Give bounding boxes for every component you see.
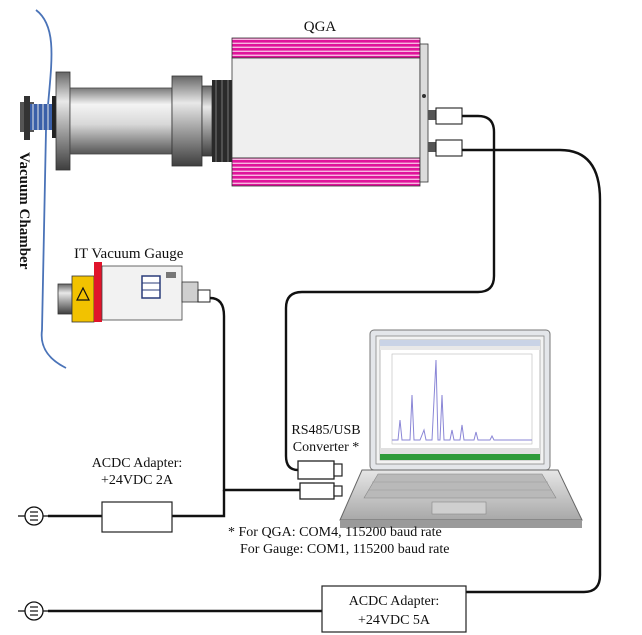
power-plug-icon <box>18 506 48 526</box>
qga-inlet-tube <box>55 71 232 171</box>
cable-qga-power <box>462 148 602 594</box>
power-plug-icon <box>18 601 48 621</box>
converter-connectors <box>297 460 343 500</box>
qga-unit <box>231 37 463 187</box>
warning-icon <box>76 286 90 301</box>
spectrum-trace <box>392 359 532 441</box>
note-line1: * For QGA: COM4, 115200 baud rate <box>228 525 442 540</box>
cable-adapter-small <box>172 490 226 518</box>
converter-label-line1: RS485/USB <box>291 423 360 438</box>
adapter-large <box>321 585 467 633</box>
adapter-small-label-line1: ACDC Adapter: <box>92 456 183 471</box>
cable-qga-to-converter <box>284 114 496 472</box>
adapter-small-label-line2: +24VDC 2A <box>101 473 174 488</box>
laptop <box>339 329 583 528</box>
gauge-label: IT Vacuum Gauge <box>74 246 184 262</box>
cable-gauge <box>209 296 300 492</box>
vacuum-chamber-label: Vacuum Chamber <box>16 152 32 270</box>
adapter-large-label-line2: +24VDC 5A <box>358 613 431 628</box>
adapter-small <box>101 501 173 533</box>
cables <box>48 114 602 613</box>
converter-label-line2: Converter * <box>293 440 359 455</box>
it-vacuum-gauge <box>57 262 211 323</box>
qga-label: QGA <box>304 19 337 35</box>
ion-source-head <box>20 96 56 140</box>
laptop-keyboard <box>363 473 557 499</box>
adapter-large-label-line1: ACDC Adapter: <box>349 594 440 609</box>
laptop-touchpad <box>431 501 487 515</box>
note-line2: For Gauge: COM1, 115200 baud rate <box>240 542 449 557</box>
